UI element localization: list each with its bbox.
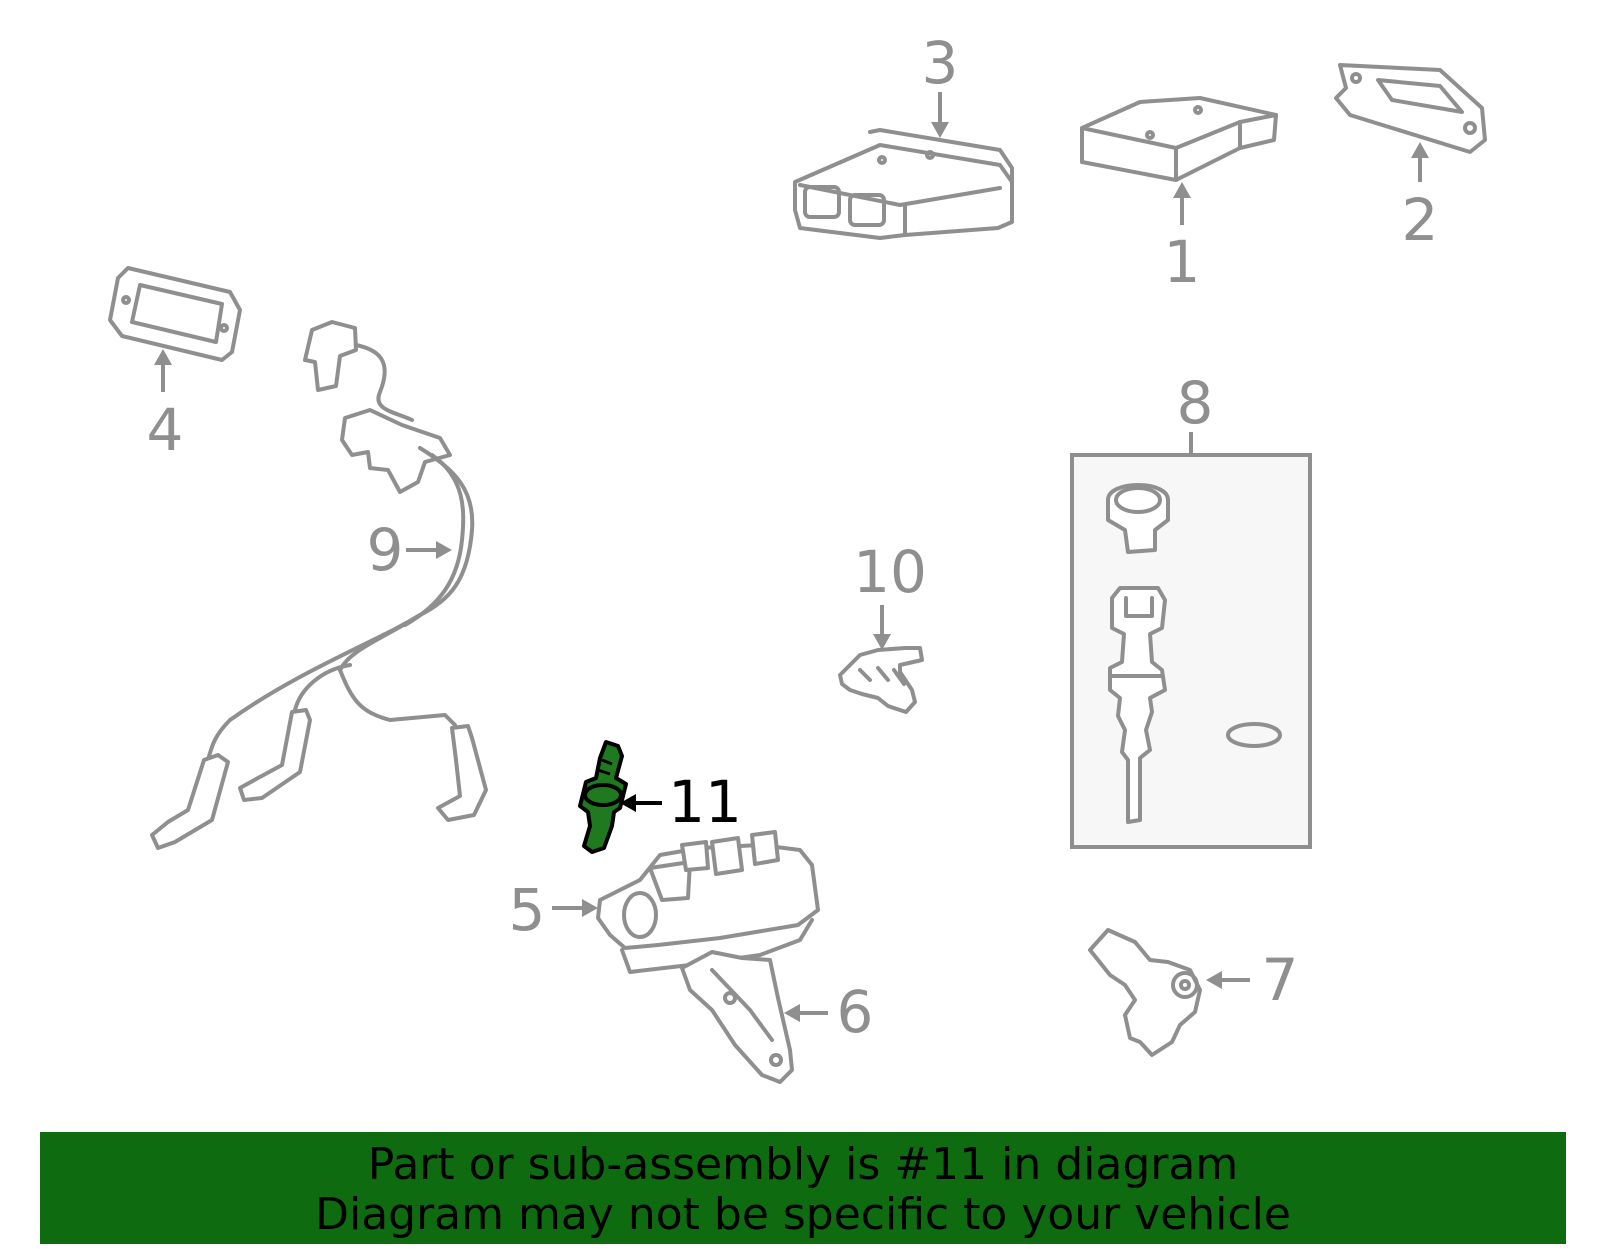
callout-3: 3 [922, 29, 959, 97]
callout-5: 5 [509, 876, 546, 944]
banner-line-2: Diagram may not be specific to your vehi… [315, 1189, 1291, 1240]
part-8-kit [1070, 453, 1312, 849]
part-10-clip [838, 646, 924, 714]
part-6-bracket [680, 950, 794, 1084]
part-7-sensor [1088, 928, 1202, 1057]
info-banner: Part or sub-assembly is #11 in diagram D… [40, 1132, 1566, 1244]
callout-8: 8 [1177, 369, 1214, 437]
part-3-module [793, 128, 1014, 240]
part-9-wire-set [150, 320, 488, 850]
part-1-control-unit [1080, 96, 1278, 182]
part-4-gasket [108, 266, 242, 362]
callout-7: 7 [1262, 946, 1299, 1014]
callout-6: 6 [837, 978, 874, 1046]
part-2-bracket [1334, 63, 1487, 154]
callout-1: 1 [1164, 228, 1201, 296]
callout-10: 10 [853, 538, 927, 606]
callout-4: 4 [147, 396, 184, 464]
part-5-coil-assembly [596, 830, 820, 974]
callout-11: 11 [668, 768, 742, 836]
part-11-spark-plug [578, 740, 628, 854]
banner-line-1: Part or sub-assembly is #11 in diagram [367, 1139, 1239, 1190]
callout-9: 9 [367, 516, 404, 584]
callout-2: 2 [1402, 186, 1439, 254]
